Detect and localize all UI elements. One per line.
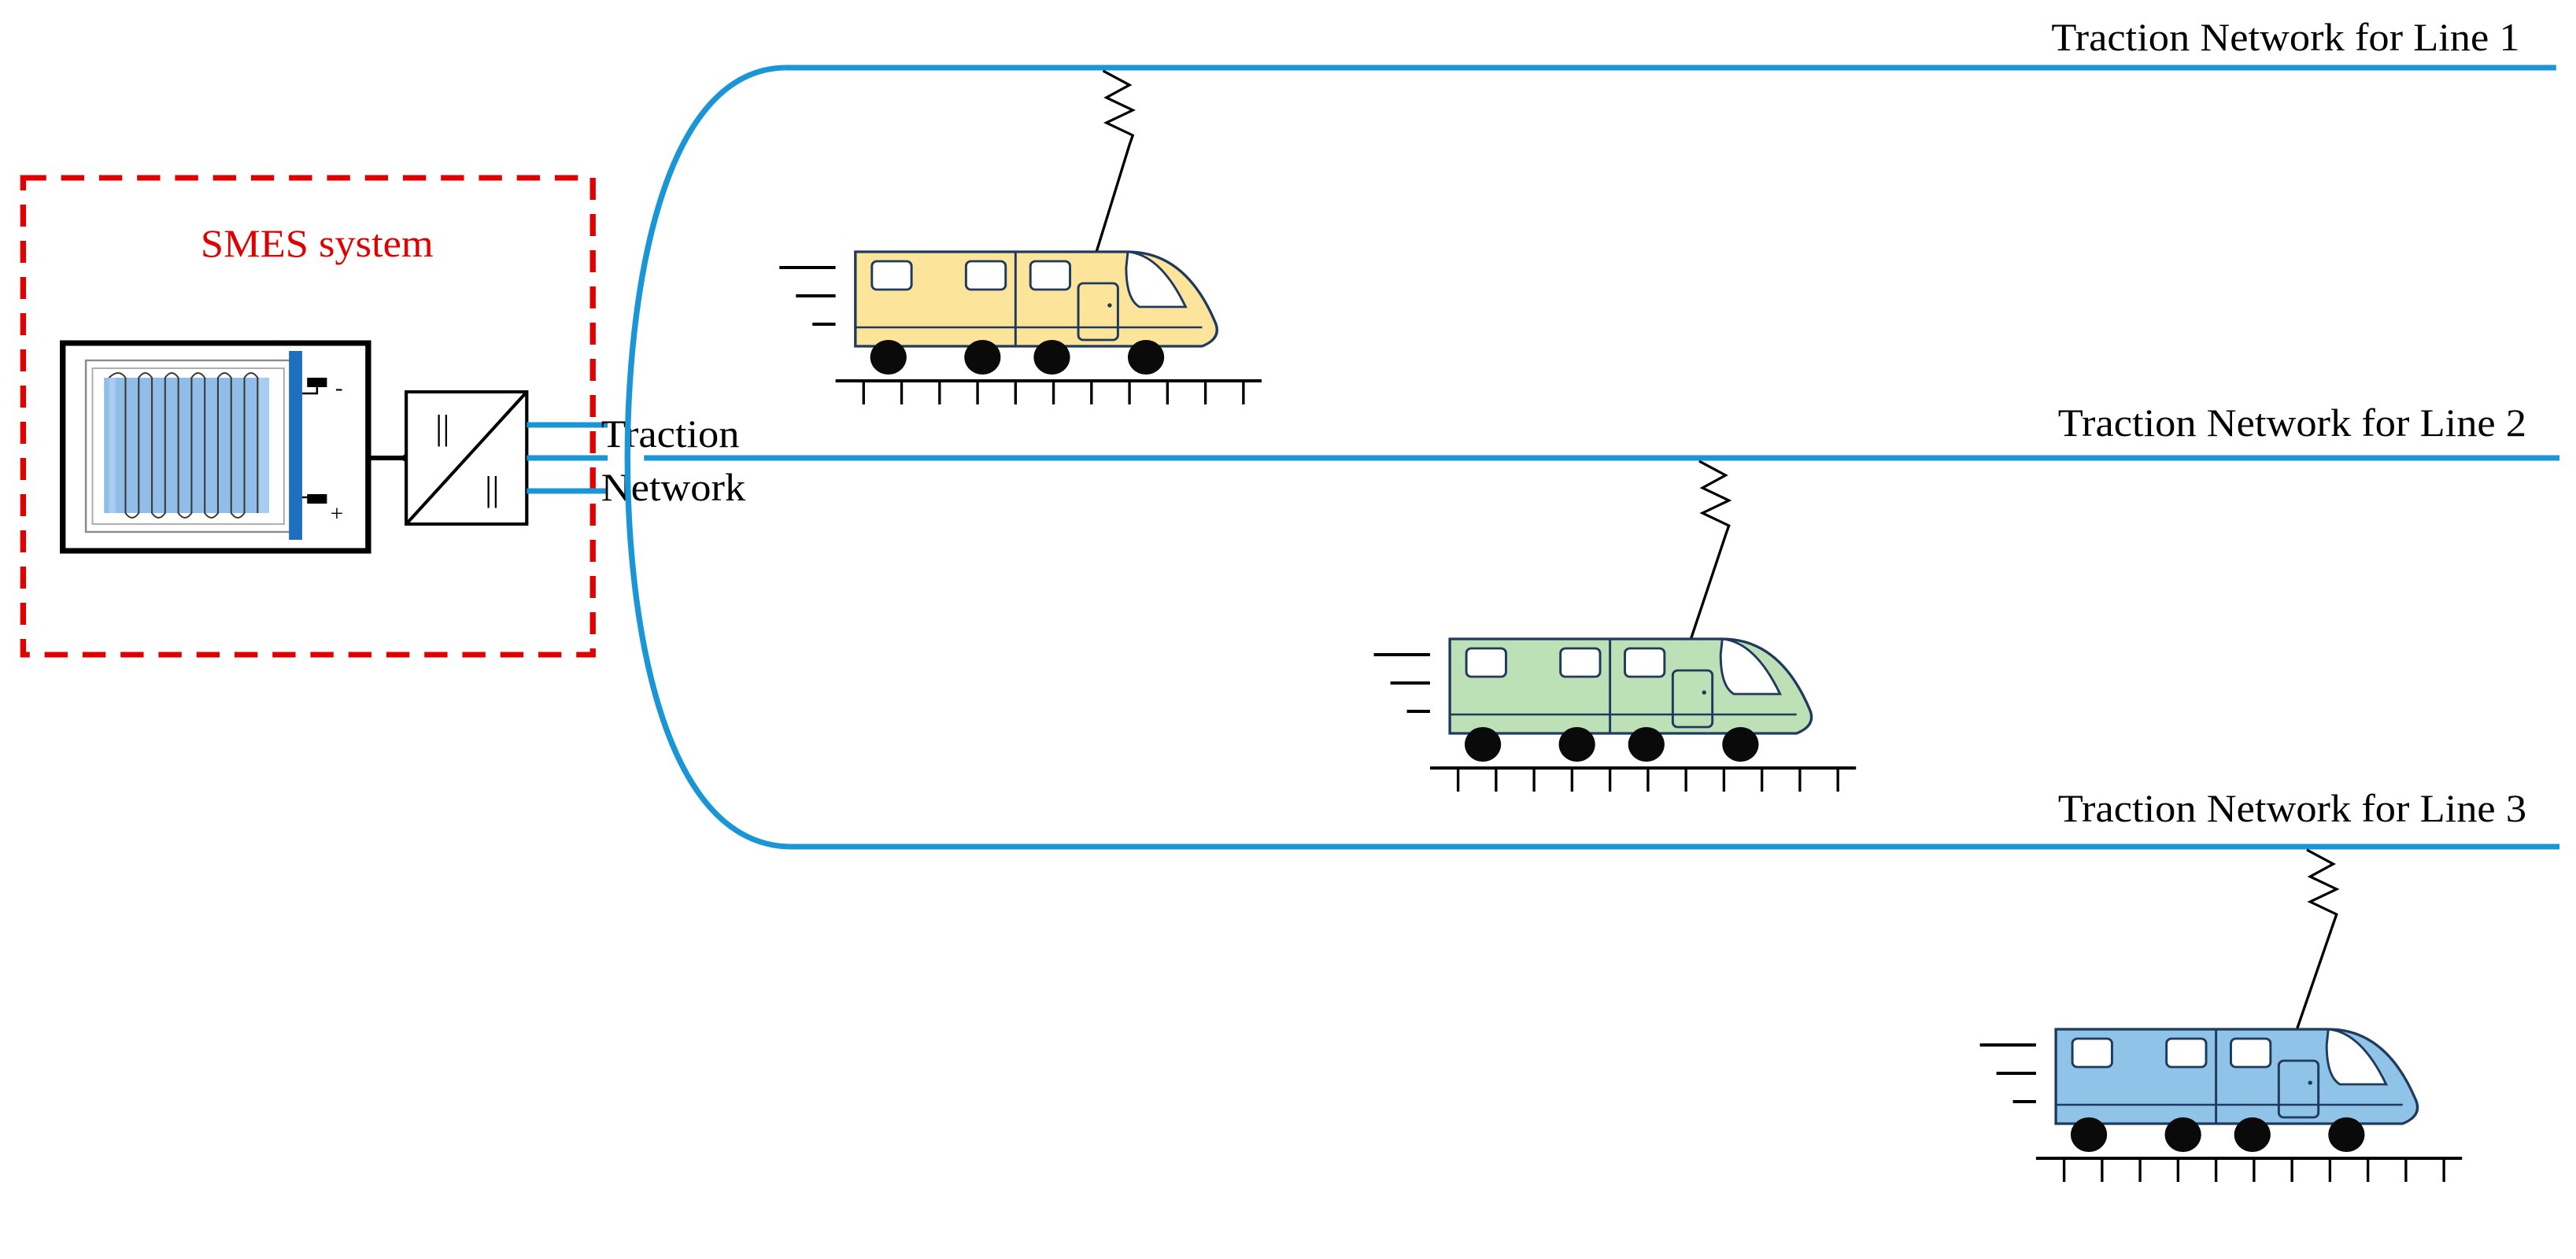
converter-top-symbol: ||	[435, 408, 449, 447]
converter-bottom-symbol: ||	[485, 470, 499, 508]
dc-dc-converter: || ||	[405, 390, 529, 526]
line-1-label: Traction Network for Line 1	[2051, 16, 2519, 60]
network-bus-curve	[624, 65, 789, 850]
bus-label-network: Network	[601, 466, 746, 510]
superconducting-coil: - +	[60, 340, 371, 554]
train-line-2	[1373, 460, 1857, 792]
terminal-minus: -	[335, 376, 343, 401]
line-2-label: Traction Network for Line 2	[2058, 401, 2526, 445]
train-line-1	[779, 69, 1262, 404]
busbar	[289, 351, 302, 540]
line-3-label: Traction Network for Line 3	[2058, 787, 2526, 831]
coil-windings-icon	[108, 372, 259, 519]
pantograph-2	[1689, 460, 1732, 640]
pantograph-3	[2295, 848, 2340, 1030]
bus-label-traction: Traction	[601, 412, 740, 456]
smes-title: SMES system	[201, 222, 434, 266]
traction-network	[624, 65, 2560, 850]
smes-system: SMES system - + ||	[20, 175, 596, 658]
pantograph-1	[1095, 69, 1136, 253]
train-2-icon	[1373, 637, 1857, 792]
train-1-icon	[779, 250, 1262, 404]
converter-feeders	[527, 422, 608, 494]
train-line-3	[1979, 848, 2463, 1182]
smes-boundary	[20, 175, 596, 658]
terminal-plus: +	[331, 502, 344, 526]
train-3-icon	[1979, 1028, 2463, 1182]
